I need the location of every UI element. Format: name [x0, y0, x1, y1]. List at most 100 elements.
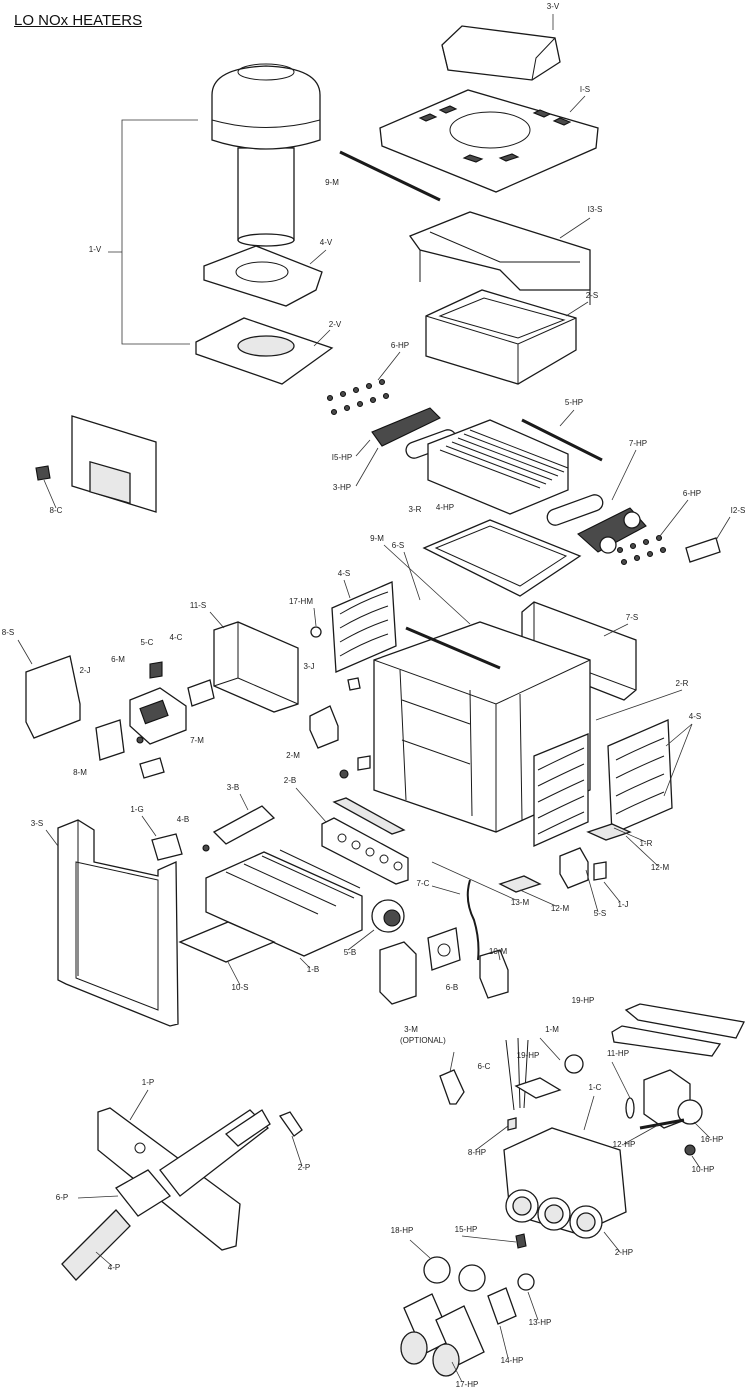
part-label-7-m: 7-M — [190, 736, 204, 745]
part-label-3-v: 3-V — [547, 2, 560, 11]
part-label-4-v: 4-V — [320, 238, 333, 247]
part-label-1-p: 1-P — [142, 1078, 154, 1087]
part-bracket-shield — [309, 705, 339, 749]
part-label-1-r: 1-R — [640, 839, 653, 848]
part-label-3-m: 3-M — [404, 1025, 418, 1034]
leader-lines — [17, 14, 731, 1383]
part-plug — [515, 1233, 527, 1249]
part-label-10-m: 10-M — [489, 947, 508, 956]
part-label-2-b: 2-B — [284, 776, 296, 785]
part-vent-plate-lower — [195, 317, 334, 385]
part-label-7-c: 7-C — [417, 879, 430, 888]
part-manifold-plate — [321, 817, 409, 885]
part-label-4-p: 4-P — [108, 1263, 120, 1272]
part-door-left — [25, 655, 81, 739]
part-label-6-hp: 6-HP — [683, 489, 701, 498]
part-ring — [310, 626, 322, 638]
part-label-8-m: 8-M — [73, 768, 87, 777]
part-label-19-hp: 19-HP — [517, 1051, 540, 1060]
part-baffle-rod — [521, 418, 603, 462]
part-strap — [586, 823, 632, 841]
part-burner-tube — [151, 805, 276, 861]
part-label-4-s: 4-S — [689, 712, 701, 721]
part-block — [593, 861, 607, 881]
part-cover-small — [559, 847, 589, 889]
part-bar-upper — [332, 797, 406, 835]
part-label-11-s: 11-S — [190, 601, 206, 610]
part-label-3-s: 3-S — [31, 819, 43, 828]
part-control-box — [213, 621, 299, 713]
part-side-panel-right — [607, 719, 673, 835]
part-fitting-small — [507, 1117, 517, 1131]
part-label-6-b: 6-B — [446, 983, 458, 992]
part-bar-lower — [498, 875, 542, 893]
part-label-15-hp: 15-HP — [455, 1225, 478, 1234]
part-label-1-j: 1-J — [617, 900, 628, 909]
part-bypass-valve — [625, 1069, 703, 1156]
part-label-4-c: 4-C — [170, 633, 183, 642]
part-label-4-hp: 4-HP — [436, 503, 454, 512]
part-top-cap — [441, 25, 561, 81]
part-label-2-hp: 2-HP — [615, 1248, 633, 1257]
part-label-4-s: 4-S — [338, 569, 350, 578]
part-burner-tray — [205, 849, 363, 957]
part-label-17-hp: 17-HP — [456, 1380, 479, 1389]
part-heat-shield — [178, 921, 276, 963]
part-label-6-p: 6-P — [56, 1193, 68, 1202]
part-switch — [357, 755, 371, 771]
part-label-4-b: 4-B — [177, 815, 189, 824]
part-label-7-s: 7-S — [626, 613, 638, 622]
part-label-3-r: 3-R — [409, 505, 422, 514]
part-label-9-m: 9-M — [325, 178, 339, 187]
part-label-19-hp: 19-HP — [572, 996, 595, 1005]
part-label-i3-s: I3-S — [588, 205, 603, 214]
part-label-7-hp: 7-HP — [629, 439, 647, 448]
part-label-5-hp: 5-HP — [565, 398, 583, 407]
part-pressure-switch — [564, 1054, 584, 1074]
part-wire-harness — [505, 1037, 529, 1111]
part-label-10-s: 10-S — [232, 983, 249, 992]
part-o-ring-right — [458, 1264, 486, 1292]
part-bolts-upper — [326, 378, 390, 416]
part-label-12-hp: 12-HP — [613, 1140, 636, 1149]
part-label-13-m: 13-M — [511, 898, 530, 907]
part-pilot-assembly — [61, 1107, 303, 1281]
optional-note: (OPTIONAL) — [400, 1036, 446, 1045]
part-label-12-m: 12-M — [651, 863, 670, 872]
part-blower — [371, 899, 417, 1005]
part-label-14-hp: 14-HP — [501, 1356, 524, 1365]
leader-vent — [108, 119, 198, 345]
part-label-5-c: 5-C — [141, 638, 154, 647]
part-front-door — [57, 819, 179, 1027]
part-adapter — [487, 1287, 517, 1325]
part-display — [95, 661, 215, 779]
part-top-panel — [379, 89, 599, 193]
part-vent-hood — [211, 63, 321, 247]
part-o-ring-left — [423, 1256, 451, 1284]
part-label-1-b: 1-B — [307, 965, 319, 974]
part-control-board — [35, 415, 157, 513]
part-label-3-hp: 3-HP — [333, 483, 351, 492]
part-label-5-s: 5-S — [594, 909, 606, 918]
part-water-manifold — [503, 1127, 627, 1239]
part-label-3-j: 3-J — [303, 662, 314, 671]
part-pressure-manifold-bracket — [611, 1003, 745, 1057]
part-junction-box — [347, 677, 361, 691]
part-cap-fitting — [517, 1273, 535, 1291]
part-label-11-hp: 11-HP — [607, 1049, 629, 1058]
part-label-2-p: 2-P — [298, 1163, 310, 1172]
part-label-2-s: 2-S — [586, 291, 598, 300]
part-label-16-hp: 16-HP — [701, 1135, 724, 1144]
part-label-5-b: 5-B — [344, 948, 356, 957]
part-rear-panel — [533, 733, 589, 848]
part-bolts-lower — [616, 534, 667, 566]
part-label-6-m: 6-M — [111, 655, 125, 664]
page-title: LO NOx HEATERS — [14, 12, 143, 29]
part-label-6-s: 6-S — [392, 541, 404, 550]
part-side-panel-left — [331, 581, 397, 673]
part-label-1-v: 1-V — [89, 245, 102, 254]
part-label-3-b: 3-B — [227, 783, 239, 792]
part-label-1-m: 1-M — [545, 1025, 559, 1034]
